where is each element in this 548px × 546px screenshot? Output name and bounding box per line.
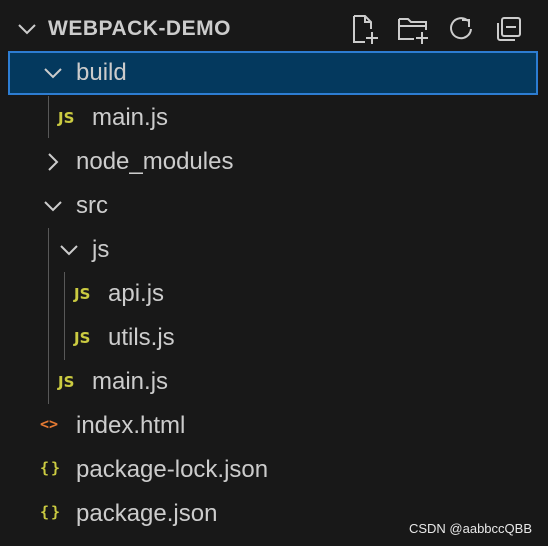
collapse-all-icon (497, 17, 521, 41)
tree-item-label: main.js (92, 104, 169, 131)
watermark: CSDN @aabbccQBB (408, 521, 532, 536)
html-file-icon: <> (40, 415, 59, 433)
tree-item-label: js (92, 236, 110, 263)
new-folder-button[interactable] (396, 12, 430, 46)
json-file-icon: {} (40, 503, 63, 521)
chevron-down-icon (60, 245, 78, 256)
tree-file-build-main-js[interactable]: JS main.js (0, 96, 548, 140)
tree-file-src-main-js[interactable]: JS main.js (0, 360, 548, 404)
tree-item-label: build (76, 59, 127, 86)
tree-file-api-js[interactable]: JS api.js (0, 272, 548, 316)
tree-file-utils-js[interactable]: JS utils.js (0, 316, 548, 360)
tree-item-label: index.html (76, 412, 186, 439)
tree-item-label: package-lock.json (76, 456, 269, 483)
explorer-header[interactable]: WEBPACK-DEMO (0, 0, 548, 56)
chevron-down-icon (44, 68, 62, 79)
tree-folder-src[interactable]: src (0, 184, 548, 228)
new-file-icon (353, 15, 378, 44)
tree-item-label: main.js (92, 368, 169, 395)
refresh-button[interactable] (444, 12, 478, 46)
chevron-down-icon[interactable] (14, 16, 40, 42)
chevron-down-icon (44, 201, 62, 212)
tree-folder-js[interactable]: js (0, 228, 548, 272)
javascript-file-icon: JS (74, 285, 91, 303)
indent-guide (48, 96, 49, 138)
tree-folder-build[interactable]: build (8, 51, 538, 95)
javascript-file-icon: JS (58, 373, 75, 391)
collapse-all-button[interactable] (492, 12, 526, 46)
tree-file-index-html[interactable]: <> index.html (0, 404, 548, 448)
tree-file-package-json[interactable]: {} package.json (0, 492, 548, 536)
javascript-file-icon: JS (74, 329, 91, 347)
tree-item-label: package.json (76, 500, 218, 527)
new-folder-icon (398, 18, 428, 44)
tree-item-label: node_modules (76, 148, 234, 175)
workspace-title: WEBPACK-DEMO (48, 17, 231, 40)
tree-folder-node-modules[interactable]: node_modules (0, 140, 548, 184)
new-file-button[interactable] (348, 12, 382, 46)
tree-file-package-lock-json[interactable]: {} package-lock.json (0, 448, 548, 492)
javascript-file-icon: JS (58, 109, 75, 127)
explorer-toolbar (348, 12, 526, 46)
indent-guide (48, 228, 49, 404)
tree-item-label: api.js (108, 280, 165, 307)
refresh-icon (450, 17, 472, 40)
chevron-right-icon (48, 153, 59, 171)
tree-item-label: src (76, 192, 108, 219)
tree-item-label: utils.js (108, 324, 175, 351)
indent-guide (64, 272, 65, 360)
json-file-icon: {} (40, 459, 63, 477)
